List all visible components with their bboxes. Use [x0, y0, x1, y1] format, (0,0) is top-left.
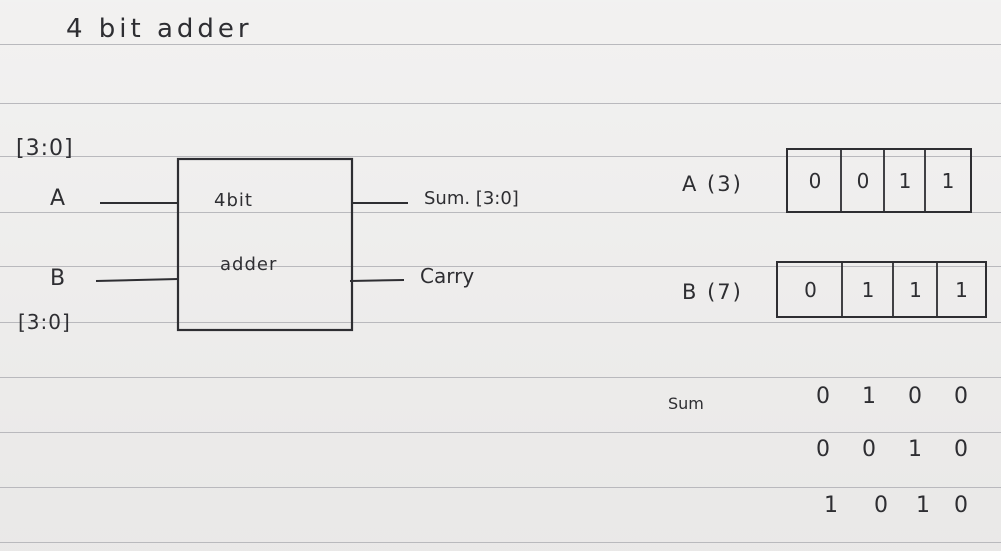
- register-b-bit: 1: [909, 278, 922, 302]
- input-b-wire: [95, 278, 179, 282]
- register-b-bit: 1: [955, 278, 968, 302]
- input-b-label: B: [50, 266, 66, 291]
- register-b-label: B (7): [682, 280, 743, 304]
- adder-block-label-line2: adder: [220, 254, 278, 275]
- sum-row-3-bit: 1: [824, 493, 838, 518]
- register-a-bit: 1: [941, 169, 955, 193]
- page-title: 4 bit adder: [66, 14, 253, 44]
- register-a-label: A (3): [682, 172, 743, 196]
- ruled-line: [0, 322, 1001, 323]
- register-a-bit: 0: [856, 169, 870, 193]
- sum-row-2-bit: 0: [816, 437, 830, 462]
- input-a-label: A: [50, 186, 66, 211]
- input-b-range-label: [3:0]: [18, 310, 71, 334]
- ruled-line: [0, 487, 1001, 488]
- ruled-line: [0, 266, 1001, 267]
- ruled-line: [0, 44, 1001, 45]
- ruled-line: [0, 103, 1001, 104]
- sum-row-1-bit: 1: [862, 384, 876, 409]
- ruled-line: [0, 432, 1001, 433]
- sum-row-1-bit: 0: [908, 384, 922, 409]
- sum-row-3-bit: 1: [916, 493, 930, 518]
- input-a-range-label: [3:0]: [16, 136, 74, 161]
- sum-row-3-bit: 0: [874, 493, 888, 518]
- ruled-line: [0, 212, 1001, 213]
- sum-row-1-bit: 0: [954, 384, 968, 409]
- ruled-line: [0, 542, 1001, 543]
- sum-row-2-bit: 1: [908, 437, 922, 462]
- sum-calculation-label: Sum: [668, 394, 704, 413]
- sum-row-2-bit: 0: [954, 437, 968, 462]
- register-a-frame: [786, 148, 972, 213]
- register-a-bit: 0: [808, 169, 822, 193]
- carry-output-label: Carry: [420, 264, 475, 288]
- register-b-bit: 1: [861, 278, 875, 302]
- sum-row-2-bit: 0: [862, 437, 876, 462]
- adder-block: [176, 157, 354, 332]
- register-b-frame: [776, 261, 987, 318]
- carry-output-wire: [349, 279, 405, 282]
- ruled-line: [0, 377, 1001, 378]
- sum-output-label: Sum. [3:0]: [424, 188, 519, 209]
- sum-row-1-bit: 0: [816, 384, 830, 409]
- register-b-bit: 0: [804, 278, 817, 302]
- sum-row-3-bit: 0: [954, 493, 968, 518]
- adder-block-label-line1: 4bit: [214, 190, 253, 211]
- register-a-bit: 1: [898, 169, 912, 193]
- ruled-line: [0, 156, 1001, 157]
